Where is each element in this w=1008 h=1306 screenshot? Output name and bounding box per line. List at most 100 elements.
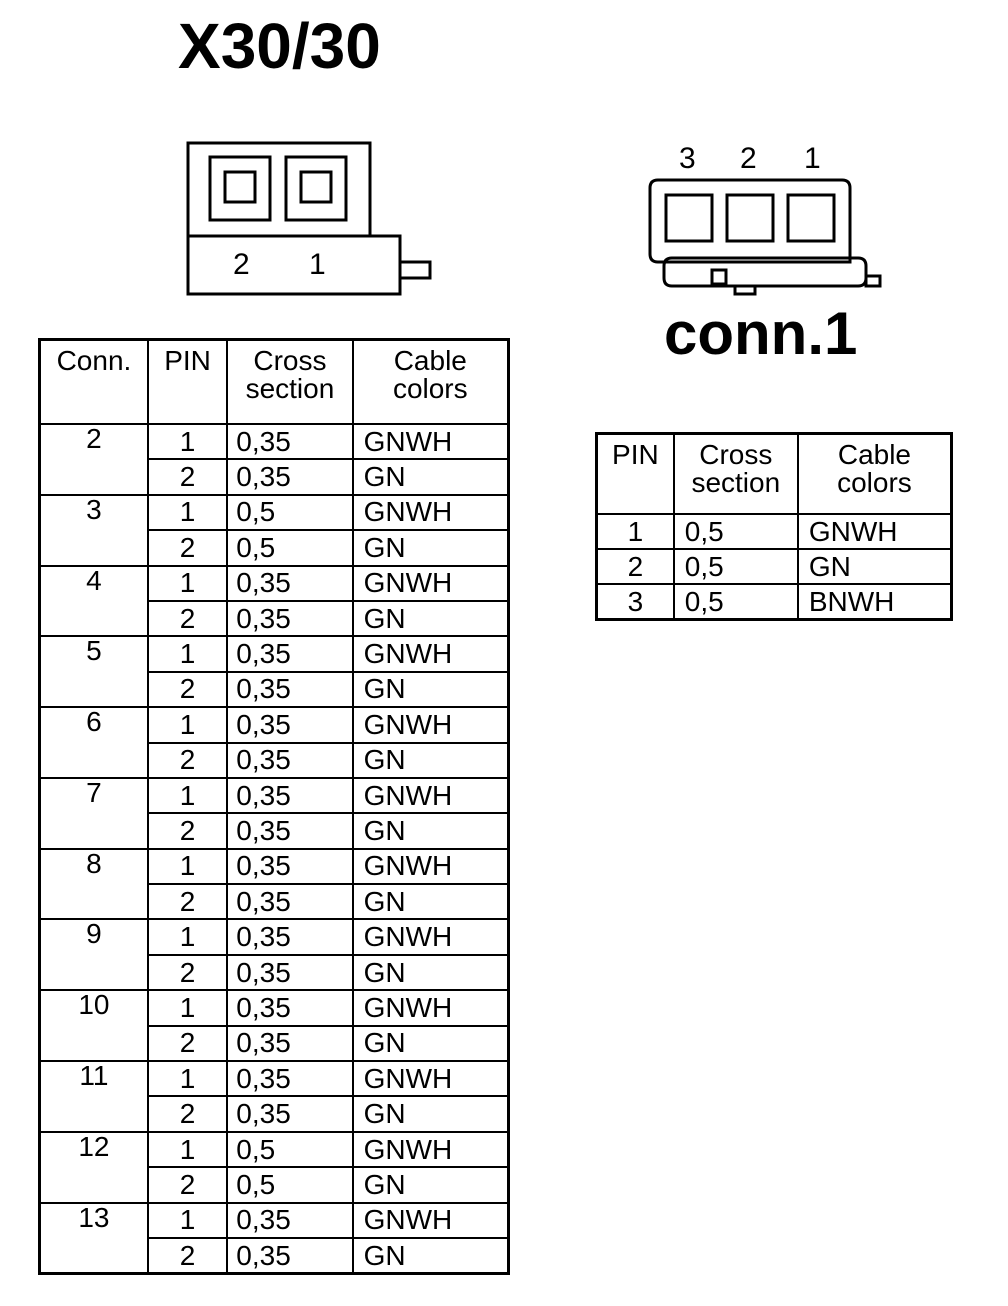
cable-color-cell: GN [351, 883, 510, 921]
cable-color-cell: GN [351, 953, 510, 992]
conn1-pin-label-2: 2 [740, 142, 757, 175]
conn-cell: 10 [38, 989, 149, 1063]
pin-cell: 1 [146, 493, 229, 532]
cross-section-cell: 0,35 [226, 706, 354, 744]
cable-color-cell: BNWH [796, 583, 953, 621]
conn1-pin-label-1: 1 [804, 142, 821, 175]
cross-section-cell: 0,5 [226, 493, 354, 532]
cable-color-cell: GN [351, 599, 510, 638]
x30-connector-latch [398, 260, 432, 280]
cross-section-cell: 0,5 [672, 583, 799, 621]
cross-section-cell: 0,35 [226, 635, 354, 673]
cross-section-cell: 0,35 [226, 883, 354, 921]
cross-section-cell: 0,35 [226, 458, 354, 496]
cable-color-cell: GNWH [351, 1060, 510, 1098]
cable-color-cell: GNWH [351, 706, 510, 744]
cross-section-cell: 0,5 [226, 1130, 354, 1169]
cable-color-cell: GNWH [351, 847, 510, 886]
cross-section-cell: 0,35 [226, 989, 354, 1027]
cable-color-cell: GN [351, 458, 510, 496]
pin-cell: 2 [146, 599, 229, 638]
cross-section-cell: 0,35 [226, 1236, 354, 1275]
cable-color-cell: GN [351, 529, 510, 567]
pin-cell: 2 [146, 1236, 229, 1275]
cross-section-cell: 0,35 [226, 847, 354, 886]
cross-section-cell: 0,35 [226, 776, 354, 815]
conn-cell: 12 [38, 1130, 149, 1204]
cable-color-cell: GNWH [351, 493, 510, 532]
conn1-key-top [710, 268, 728, 286]
cable-color-cell: GN [351, 1236, 510, 1275]
conn-cell: 3 [38, 493, 149, 567]
x30-pin-cavity-1-inner [299, 170, 333, 204]
cross-section-cell: 0,5 [672, 548, 799, 585]
pin-cell: 1 [146, 635, 229, 673]
pin-cell: 1 [146, 706, 229, 744]
cross-section-cell: 0,35 [226, 812, 354, 850]
cable-color-cell: GN [351, 1024, 510, 1063]
conn-cell: 8 [38, 847, 149, 921]
pin-cell: 2 [146, 883, 229, 921]
cross-section-cell: 0,35 [226, 741, 354, 779]
cable-color-cell: GNWH [351, 564, 510, 602]
cable-color-cell: GNWH [351, 635, 510, 673]
conn-cell: 2 [38, 423, 149, 496]
x30-pin-cavity-1-outer [284, 155, 348, 222]
cable-color-cell: GNWH [351, 1201, 510, 1239]
conn1-pin-cavity-2 [725, 193, 775, 243]
conn-cell: 7 [38, 776, 149, 850]
cross-section-cell: 0,35 [226, 422, 354, 461]
conn1-title: conn.1 [664, 300, 858, 367]
pin-cell: 2 [146, 529, 229, 567]
x30-connector-base [186, 234, 402, 296]
cross-section-cell: 0,35 [226, 599, 354, 638]
cable-color-cell: GNWH [351, 1130, 510, 1169]
conn1-key-bottom [733, 284, 757, 296]
cross-section-cell: 0,35 [226, 953, 354, 992]
pin-cell: 1 [146, 1060, 229, 1098]
pin-cell: 1 [146, 989, 229, 1027]
cable-color-cell: GNWH [796, 513, 953, 550]
pin-cell: 2 [146, 741, 229, 779]
pin-cell: 2 [595, 548, 675, 585]
pin-cell: 1 [146, 1201, 229, 1239]
cable-color-cell: GNWH [351, 989, 510, 1027]
cross-section-cell: 0,35 [226, 918, 354, 956]
pin-cell: 1 [146, 776, 229, 815]
conn-cell: 4 [38, 564, 149, 638]
conn1-pin-label-3: 3 [679, 142, 696, 175]
cross-section-cell: 0,5 [226, 529, 354, 567]
pin-cell: 3 [595, 583, 675, 621]
pin-cell: 2 [146, 1095, 229, 1133]
pin-cell: 1 [595, 513, 675, 550]
header-pin: PIN [595, 432, 675, 515]
conn-cell: 9 [38, 918, 149, 992]
pin-cell: 2 [146, 1166, 229, 1204]
pin-cell: 2 [146, 812, 229, 850]
pin-cell: 2 [146, 1024, 229, 1063]
cross-section-cell: 0,35 [226, 670, 354, 709]
header-pin: PIN [146, 338, 229, 425]
